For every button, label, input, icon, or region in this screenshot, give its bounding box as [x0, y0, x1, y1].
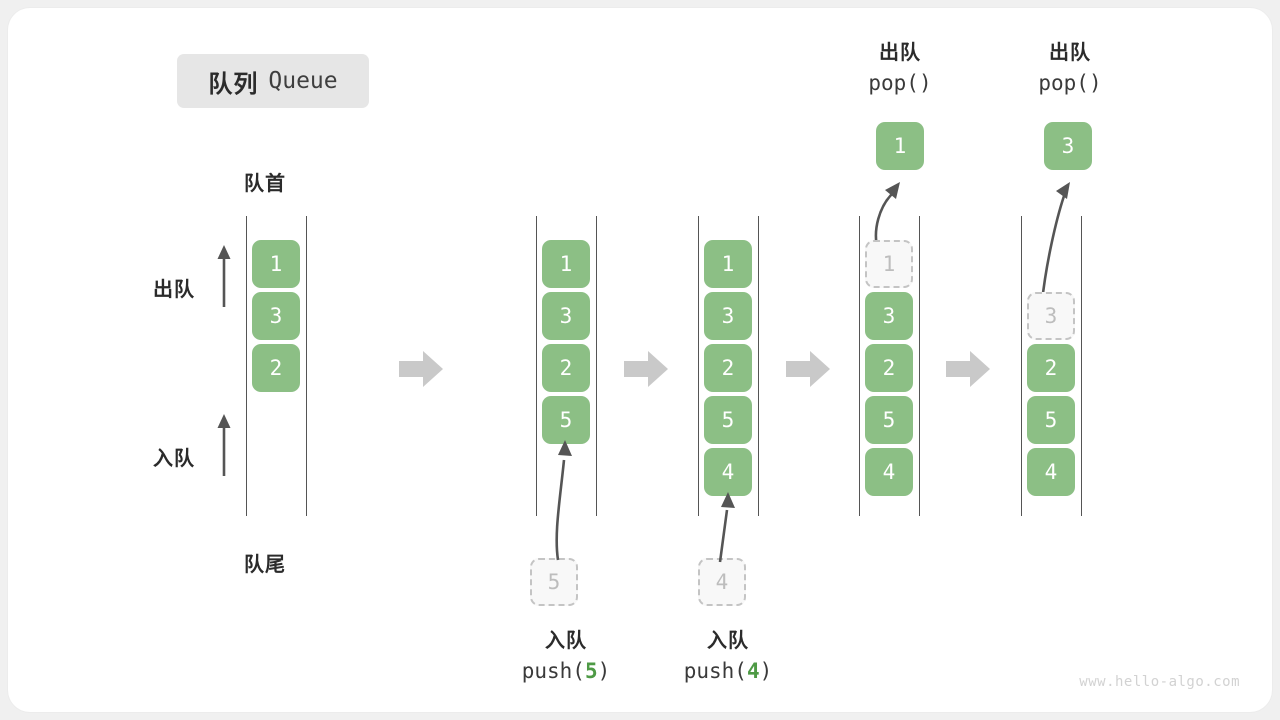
queue-element: 3 [865, 292, 913, 340]
popped-element-1: 1 [876, 122, 924, 170]
push-4-caption-line1: 入队 [707, 630, 749, 652]
column-rail-right [306, 216, 307, 516]
queue-element: 1 [704, 240, 752, 288]
queue-element: 5 [1027, 396, 1075, 444]
push-5-caption: 入队 push(5) [476, 626, 656, 686]
pop-1-caption-line2: pop() [868, 71, 932, 95]
push-4-motion-arrow-icon [718, 492, 735, 563]
dequeue-direction-label: 出队 [153, 279, 195, 301]
column-rail-left [698, 216, 699, 516]
queue-element: 3 [542, 292, 590, 340]
column-rail-left [246, 216, 247, 516]
queue-element: 2 [704, 344, 752, 392]
queue-element: 3 [252, 292, 300, 340]
ghost-element-pop-3: 3 [1027, 292, 1075, 340]
push-4-caption-line2: push(4) [683, 659, 773, 683]
site-watermark: www.hello-algo.com [1079, 674, 1240, 690]
column-rail-right [1081, 216, 1082, 516]
ghost-element-push-5: 5 [530, 558, 578, 606]
title-latin: Queue [268, 68, 338, 94]
queue-element: 2 [865, 344, 913, 392]
enqueue-direction-arrow-icon [217, 414, 231, 476]
push-5-motion-arrow-icon [555, 440, 572, 561]
push-5-caption-line2: push(5) [521, 659, 611, 683]
pop-1-caption: 出队 pop() [810, 38, 990, 98]
pop-3-caption-line1: 出队 [1049, 42, 1091, 64]
queue-tail-label: 队尾 [244, 554, 286, 576]
column-rail-right [596, 216, 597, 516]
queue-element: 2 [542, 344, 590, 392]
dequeue-direction-arrow-icon [217, 245, 231, 307]
step-separator-arrow-icon [624, 351, 668, 387]
queue-element: 2 [252, 344, 300, 392]
queue-element: 1 [542, 240, 590, 288]
push-4-caption: 入队 push(4) [638, 626, 818, 686]
pop-3-caption: 出队 pop() [980, 38, 1160, 98]
popped-element-3: 3 [1044, 122, 1092, 170]
ghost-element-pop-1: 1 [865, 240, 913, 288]
queue-element: 4 [865, 448, 913, 496]
pop-1-caption-line1: 出队 [879, 42, 921, 64]
queue-head-label: 队首 [244, 173, 286, 195]
column-rail-right [919, 216, 920, 516]
pop-3-motion-arrow-icon [1040, 182, 1070, 303]
queue-element: 3 [704, 292, 752, 340]
step-separator-arrow-icon [946, 351, 990, 387]
diagram-card: 队列 Queue 队首 队尾 出队 入队 1 3 2 [8, 8, 1272, 712]
enqueue-direction-label: 入队 [153, 448, 195, 470]
title-cjk: 队列 [208, 70, 259, 98]
queue-element-new: 4 [704, 448, 752, 496]
push-5-caption-line1: 入队 [545, 630, 587, 652]
queue-element-new: 5 [542, 396, 590, 444]
column-rail-left [859, 216, 860, 516]
ghost-element-push-4: 4 [698, 558, 746, 606]
queue-element: 5 [865, 396, 913, 444]
column-rail-left [536, 216, 537, 516]
queue-element: 1 [252, 240, 300, 288]
column-rail-left [1021, 216, 1022, 516]
step-separator-arrow-icon [786, 351, 830, 387]
queue-element: 5 [704, 396, 752, 444]
queue-element: 4 [1027, 448, 1075, 496]
diagram-title-badge: 队列 Queue [177, 54, 369, 108]
pop-3-caption-line2: pop() [1038, 71, 1102, 95]
step-separator-arrow-icon [399, 351, 443, 387]
queue-element: 2 [1027, 344, 1075, 392]
column-rail-right [758, 216, 759, 516]
